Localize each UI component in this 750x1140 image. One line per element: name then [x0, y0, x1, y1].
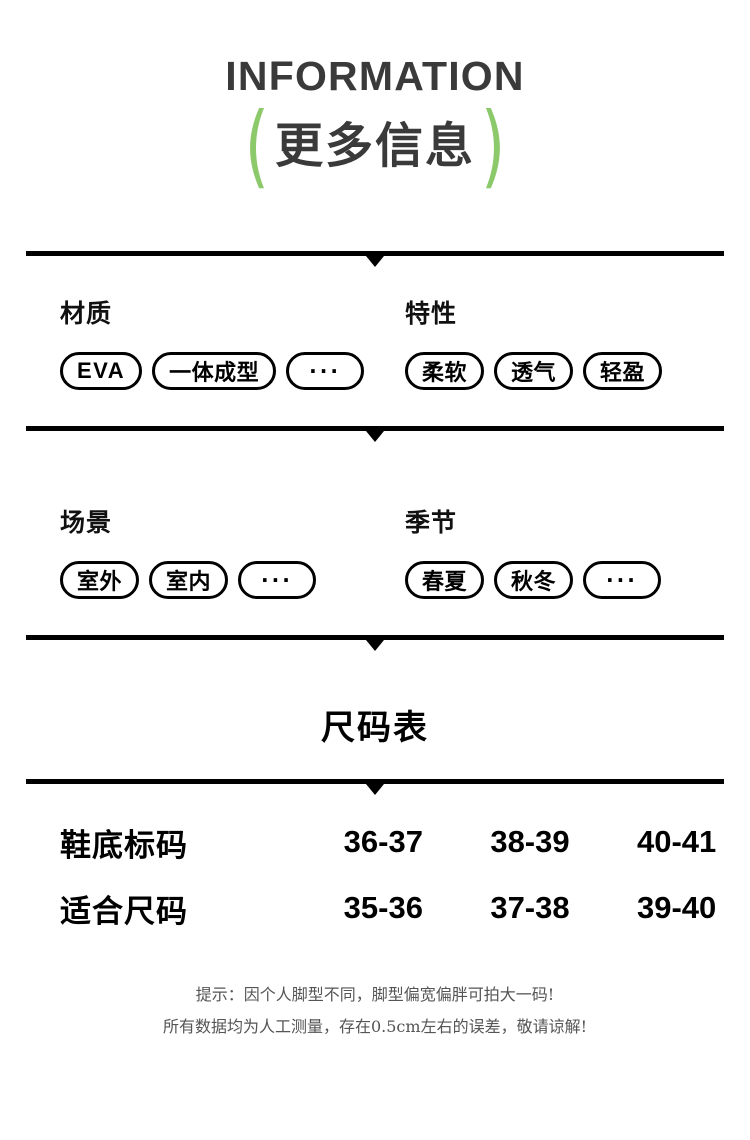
attribute-column-scene: 场景 室外 室内 ···: [60, 503, 405, 600]
attributes-section-2: 场景 室外 室内 ··· 季节 春夏 秋冬 ···: [0, 503, 750, 600]
divider-rule-4: [26, 779, 724, 796]
attribute-column-season: 季节 春夏 秋冬 ···: [405, 503, 750, 600]
page-title-en: INFORMATION: [225, 53, 525, 99]
tag-chip[interactable]: 室内: [149, 561, 229, 600]
size-chart-table: 鞋底标码 36-37 38-39 40-41 适合尺码 35-36 37-38 …: [0, 809, 750, 941]
left-paren-decoration: (: [244, 92, 269, 199]
tag-chip[interactable]: 轻盈: [583, 352, 663, 391]
row-header-fit-size: 适合尺码: [60, 893, 188, 930]
tag-chip[interactable]: 柔软: [405, 352, 485, 391]
tag-chip[interactable]: 透气: [494, 352, 574, 391]
tag-chip[interactable]: 一体成型: [152, 352, 277, 391]
divider-rule-1: [26, 251, 724, 268]
tag-chip[interactable]: 秋冬: [494, 561, 574, 600]
page-title-cn: 更多信息: [274, 118, 475, 175]
table-cell: 35-36: [343, 890, 423, 926]
table-cell: 38-39: [490, 824, 570, 860]
page-header: INFORMATION ( 更多信息 ): [0, 0, 750, 190]
row-header-sole-size: 鞋底标码: [60, 827, 188, 864]
footer-notes: 提示：因个人脚型不同，脚型偏宽偏胖可拍大一码! 所有数据均为人工测量，存在0.5…: [0, 979, 750, 1043]
attributes-section-1: 材质 EVA 一体成型 ··· 特性 柔软 透气 轻盈: [0, 294, 750, 391]
note-line: 所有数据均为人工测量，存在0.5cm左右的误差，敬请谅解!: [162, 1017, 587, 1037]
tag-chip-more[interactable]: ···: [286, 352, 364, 391]
note-line: 提示：因个人脚型不同，脚型偏宽偏胖可拍大一码!: [195, 985, 555, 1005]
notch-triangle-icon: [366, 784, 384, 796]
notch-triangle-icon: [366, 256, 384, 268]
divider-rule-3: [26, 635, 724, 652]
notch-triangle-icon: [366, 640, 384, 652]
table-row: 适合尺码 35-36 37-38 39-40: [0, 875, 750, 941]
tag-chip[interactable]: 室外: [60, 561, 140, 600]
right-paren-decoration: ): [481, 92, 506, 199]
table-cell: 37-38: [490, 890, 570, 926]
tag-chip[interactable]: EVA: [60, 352, 143, 391]
table-cell: 36-37: [343, 824, 423, 860]
page-title-cn-group: ( 更多信息 ): [0, 100, 750, 190]
size-chart-title: 尺码表: [321, 708, 429, 749]
table-cell: 39-40: [637, 890, 717, 926]
table-row: 鞋底标码 36-37 38-39 40-41: [0, 809, 750, 875]
tag-row-material: EVA 一体成型 ···: [60, 352, 405, 391]
tag-chip-more[interactable]: ···: [583, 561, 661, 600]
attribute-label-feature: 特性: [405, 299, 458, 329]
attribute-label-material: 材质: [60, 299, 113, 329]
tag-row-season: 春夏 秋冬 ···: [405, 561, 750, 600]
attribute-label-scene: 场景: [60, 508, 113, 538]
table-cell: 40-41: [637, 824, 717, 860]
tag-row-scene: 室外 室内 ···: [60, 561, 405, 600]
attribute-label-season: 季节: [405, 508, 458, 538]
attribute-column-material: 材质 EVA 一体成型 ···: [60, 294, 405, 391]
tag-chip[interactable]: 春夏: [405, 561, 485, 600]
tag-chip-more[interactable]: ···: [238, 561, 316, 600]
attribute-column-feature: 特性 柔软 透气 轻盈: [405, 294, 750, 391]
divider-rule-2: [26, 426, 724, 443]
notch-triangle-icon: [366, 431, 384, 443]
tag-row-feature: 柔软 透气 轻盈: [405, 352, 750, 391]
